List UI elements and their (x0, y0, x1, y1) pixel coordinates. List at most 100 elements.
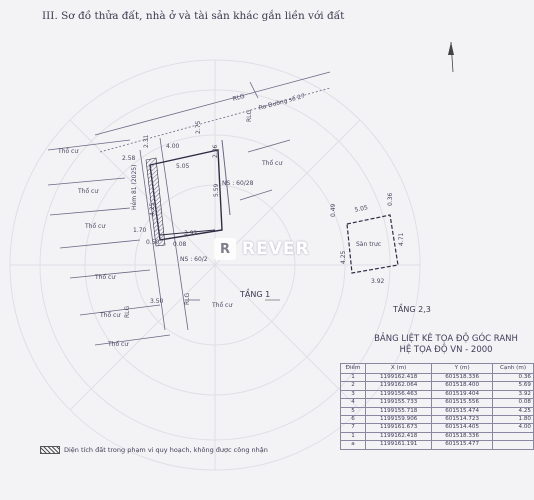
x-cell: 1199155.733 (364, 398, 433, 408)
alley-label: Hẻm 81 (2025) (131, 164, 138, 210)
y-cell: 601518.336 (431, 372, 493, 383)
point-cell: 6 (340, 415, 366, 425)
point-cell: 7 (340, 423, 366, 433)
neighbor-label: Thổ cư (58, 148, 79, 155)
x-cell: 1199161.191 (364, 440, 433, 450)
y-cell: 601514.405 (431, 423, 493, 433)
y-cell: 601515.474 (431, 406, 493, 417)
point-cell: 1 (340, 431, 366, 442)
y-cell: 601515.556 (431, 398, 493, 408)
neighbor-label: Thổ cư (108, 341, 129, 348)
column-header: X (m) (364, 363, 433, 374)
floor1-label: TẦNG 1 (240, 290, 271, 299)
rlg-label: RLG (246, 109, 253, 122)
edge-cell (492, 431, 534, 442)
floor23-label: TẦNG 2,3 (393, 305, 431, 314)
rlg-label: RLG (124, 305, 131, 318)
rever-logo-icon: R (214, 238, 236, 260)
point-cell: 3 (340, 389, 366, 400)
dimension-label: 2.58 (122, 155, 136, 162)
point-cell: 4 (340, 398, 366, 408)
x-cell: 1199162.418 (364, 431, 433, 442)
rlg-label: RLG (184, 292, 191, 305)
legend-text: Diện tích đất trong phạm vi quy hoạch, k… (64, 446, 268, 454)
x-cell: 1199155.718 (364, 406, 433, 417)
edge-cell: 0.08 (492, 398, 534, 408)
y-cell: 601518.336 (431, 431, 493, 442)
section-title: III. Sơ đồ thửa đất, nhà ở và tài sản kh… (42, 10, 345, 22)
edge-cell: 4.25 (492, 406, 534, 417)
edge-cell: 4.00 (492, 423, 534, 433)
y-cell: 601514.723 (431, 415, 493, 425)
x-cell: 1199156.463 (364, 389, 433, 400)
floor23-inner-label: Sàn trưc (356, 241, 382, 248)
edge-cell (492, 440, 534, 450)
floor23-dimension: 4.71 (398, 232, 405, 246)
dimension-label: 1.70 (133, 227, 147, 234)
dimension-label: 0.50 (146, 239, 160, 246)
dimension-label: 0.08 (173, 241, 187, 248)
neighbor-label: Thổ cư (95, 274, 116, 281)
house-number-lower: NS : 60/2 (180, 256, 208, 263)
neighbor-label: Thổ cư (85, 223, 106, 230)
dimension-label: 3.50 (150, 298, 164, 305)
table-subtitle: HỆ TỌA ĐỘ VN - 2000 (399, 345, 493, 355)
background-rosette (9, 59, 421, 471)
watermark-text: REVER (242, 239, 310, 259)
table-title: BẢNG LIỆT KÊ TỌA ĐỘ GÓC RANH (374, 334, 518, 344)
house-number-main: NS : 60/28 (222, 180, 254, 187)
neighbor-label: Thổ cư (100, 312, 121, 319)
rever-watermark: R REVER (214, 238, 310, 260)
legend: Diện tích đất trong phạm vi quy hoạch, k… (40, 446, 268, 454)
dimension-label: 3.92 (184, 230, 198, 237)
floor23-dimension: 3.92 (371, 278, 385, 285)
edge-cell: 5.69 (492, 381, 534, 391)
dimension-label: 4.25 (149, 202, 156, 216)
column-header: Cạnh (m) (492, 363, 534, 374)
edge-cell: 3.92 (492, 389, 534, 400)
neighbor-label: Thổ cư (78, 188, 99, 195)
floor23-dimension: 0.36 (387, 192, 394, 206)
x-cell: 1199159.906 (364, 415, 433, 425)
point-cell: a (340, 440, 366, 450)
neighbor-label: Thổ cư (262, 160, 283, 167)
point-cell: 2 (340, 381, 366, 391)
dimension-label: 2.31 (143, 134, 150, 148)
y-cell: 601518.400 (431, 381, 493, 391)
neighbor-label: Thổ cư (212, 302, 233, 309)
dimension-label: 5.05 (176, 163, 190, 170)
floor23-outline (346, 214, 399, 274)
dimension-label: 2.36 (212, 144, 219, 158)
floor23-dimension: 0.49 (330, 203, 337, 217)
dimension-label: 2.75 (195, 120, 202, 134)
edge-cell: 0.36 (492, 372, 534, 383)
edge-cell: 1.80 (492, 415, 534, 425)
point-cell: 5 (340, 406, 366, 417)
x-cell: 1199162.064 (364, 381, 433, 391)
dimension-label: 5.59 (213, 183, 220, 197)
x-cell: 1199161.673 (364, 423, 433, 433)
hatch-swatch-icon (40, 446, 60, 454)
y-cell: 601519.404 (431, 389, 493, 400)
dimension-label: 4.00 (166, 143, 180, 150)
x-cell: 1199162.418 (364, 372, 433, 383)
column-header: Y (m) (431, 363, 493, 374)
planning-strip (145, 157, 166, 247)
point-cell: 1 (340, 372, 366, 383)
floor23-dimension: 4.25 (340, 250, 347, 264)
y-cell: 601515.477 (431, 440, 493, 450)
table-header-row: Điểm X (m) Y (m) Cạnh (m) (340, 363, 534, 374)
column-header: Điểm (340, 363, 366, 374)
